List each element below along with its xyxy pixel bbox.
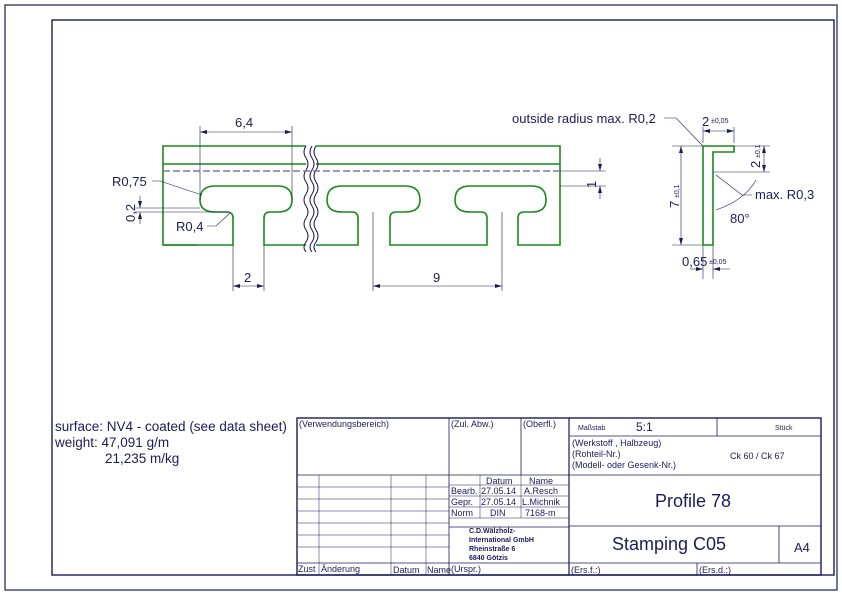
tb-oberfl: (Oberfl.) <box>523 419 556 429</box>
tb-ersd: (Ers.d.:) <box>699 565 731 575</box>
tb-norm: Norm <box>451 508 473 518</box>
tb-company-2: International GmbH <box>469 537 534 544</box>
dim-thickness: 0,65 <box>682 254 707 269</box>
tb-datum: Datum <box>393 565 420 575</box>
dim-radius-0-75: R0,75 <box>112 174 147 189</box>
tb-name: Name <box>427 565 451 575</box>
tb-material: Ck 60 / Ck 67 <box>730 451 785 461</box>
material-notes: surface: NV4 - coated (see data sheet) w… <box>55 419 287 467</box>
tb-bearb-date: 27.05.14 <box>481 486 516 496</box>
tb-zul-abw: (Zul. Abw.) <box>451 419 494 429</box>
profile-front-view <box>162 145 561 246</box>
tb-aenderung: Änderung <box>321 564 360 574</box>
tb-gepr: Gepr. <box>451 497 473 507</box>
break-lines <box>303 145 319 253</box>
dim-height-7: 7 <box>667 201 682 208</box>
dim-thickness-tol: ±0,05 <box>709 259 727 266</box>
tb-norm-name: 7168-m <box>525 508 556 518</box>
arrowheads <box>138 129 766 288</box>
dim-outside-radius: outside radius max. R0,2 <box>512 111 656 126</box>
tb-subtitle: Stamping C05 <box>612 534 726 554</box>
tb-urspr: (Urspr.) <box>451 564 481 574</box>
dim-angle-80: 80° <box>730 211 750 226</box>
dim-side-width-tol: ±0,05 <box>711 118 729 125</box>
tb-gepr-name: L.Michnik <box>522 497 561 507</box>
tb-company-1: C.D.Wälzholz- <box>469 528 516 535</box>
dim-side-right-tol: ±0,1 <box>755 144 762 158</box>
tb-gepr-date: 27.05.14 <box>481 497 516 507</box>
tb-modell: (Modell- oder Gesenk-Nr.) <box>572 460 676 470</box>
tb-massstab-label: Maßstab <box>578 425 605 432</box>
profile-side-view <box>702 145 735 246</box>
left-tooth <box>163 185 306 246</box>
surface-note: surface: NV4 - coated (see data sheet) <box>55 419 287 434</box>
right-teeth <box>316 145 561 246</box>
dim-side-width: 2 <box>702 114 709 129</box>
tb-werkstoff: (Werkstoff , Halbzeug) <box>572 438 661 448</box>
tb-rohteil: (Rohteil-Nr.) <box>572 449 621 459</box>
dim-width-6-4: 6,4 <box>235 115 253 130</box>
dim-pitch-9: 9 <box>433 270 440 285</box>
tb-zust: Zust <box>298 564 316 574</box>
tb-title: Profile 78 <box>655 491 731 511</box>
dim-side-right: 2 <box>748 161 763 168</box>
tb-format: A4 <box>794 540 810 555</box>
tb-norm-date: DIN <box>490 508 506 518</box>
title-block <box>296 417 822 576</box>
tb-company-3: Rheinstraße 6 <box>469 546 515 553</box>
tb-company-4: 6840 Götzis <box>469 555 508 562</box>
tb-col-name: Name <box>529 476 553 486</box>
outer-border <box>4 4 838 591</box>
tb-col-datum: Datum <box>486 476 513 486</box>
weight-note-1: weight: 47,091 g/m <box>55 435 170 450</box>
dim-height-7-tol: ±0,1 <box>674 184 681 198</box>
tb-verwendungsbereich: (Verwendungsbereich) <box>299 419 389 429</box>
dim-radius-0-4: R0,4 <box>176 219 203 234</box>
tb-massstab-value: 5:1 <box>636 420 653 434</box>
tb-bearb-name: A.Resch <box>524 486 558 496</box>
tb-stueck: Stück <box>775 425 793 432</box>
dim-gap-0-2: 0,2 <box>123 204 138 222</box>
dim-depth-1: 1 <box>584 181 599 188</box>
dim-max-r0-3: max. R0,3 <box>755 187 814 202</box>
weight-note-2: 21,235 m/kg <box>105 451 180 466</box>
dim-slot-2: 2 <box>244 270 251 285</box>
tb-bearb: Bearb. <box>451 486 478 496</box>
tb-ersf: (Ers.f.:) <box>571 565 601 575</box>
